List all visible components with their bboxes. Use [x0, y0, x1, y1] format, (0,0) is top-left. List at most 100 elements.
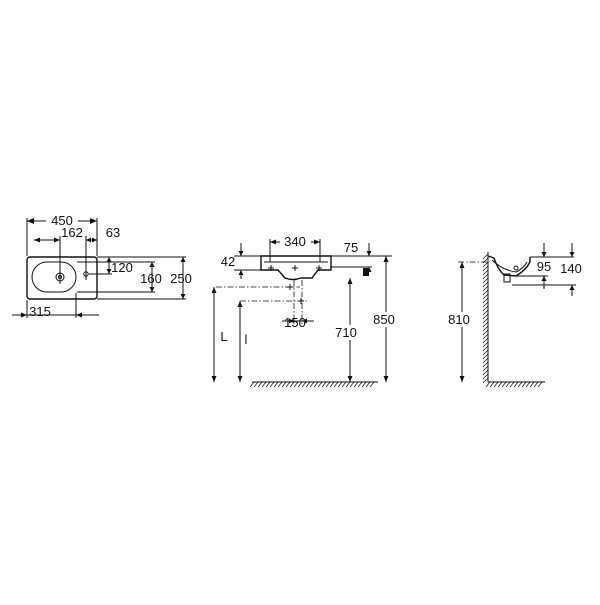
hatch-stroke [273, 381, 279, 388]
basin-front-profile [260, 255, 332, 281]
plan-view: 450 162 63 120 160 250 [12, 213, 192, 319]
hatch-stroke [482, 265, 489, 272]
hatch-stroke [482, 261, 489, 268]
hatch-stroke [482, 297, 489, 304]
hatch-stroke [482, 309, 489, 316]
front-view: 340 42 75 150 L l [211, 234, 398, 388]
tap-hole-icon [316, 265, 322, 271]
hatch-stroke [369, 381, 375, 388]
arrow [92, 237, 97, 243]
hatch-stroke [349, 381, 355, 388]
arrow [302, 318, 307, 324]
dim-l-label: l [245, 332, 248, 347]
dim-side-label: 75 [344, 240, 358, 255]
hatch-stroke [482, 313, 489, 320]
hatch-stroke [482, 321, 489, 328]
overflow-icon [513, 265, 519, 271]
hatch-stroke [482, 345, 489, 352]
hatch-stroke [521, 381, 527, 388]
hatch-stroke [325, 381, 331, 388]
arrow [237, 376, 243, 382]
arrow [211, 287, 217, 293]
hatch-stroke [305, 381, 311, 388]
arrow [237, 301, 243, 307]
dim-width-label: 450 [51, 213, 73, 228]
hatch-stroke [482, 273, 489, 280]
dim-projection-label: 140 [560, 261, 582, 276]
hatch-stroke [482, 337, 489, 344]
dim-bowl-width-label: 315 [29, 304, 51, 319]
hatch-stroke [513, 381, 519, 388]
arrow [21, 312, 27, 318]
arrow [347, 376, 353, 382]
arrow [270, 239, 276, 245]
hatch-stroke [482, 341, 489, 348]
hatch-stroke [482, 281, 489, 288]
arrow [76, 312, 82, 318]
hatch-stroke [482, 317, 489, 324]
arrow [383, 256, 389, 262]
arrow [347, 278, 353, 284]
hatch-stroke [482, 369, 489, 376]
hatch-stroke [301, 381, 307, 388]
hatch-stroke [509, 381, 515, 388]
hatch-stroke [253, 381, 259, 388]
arrow [289, 318, 294, 324]
hatch-stroke [517, 381, 523, 388]
arrow [54, 237, 60, 243]
hatch-stroke [482, 357, 489, 364]
dim-edge-offset-label: 63 [106, 225, 120, 240]
hatch-stroke [277, 381, 283, 388]
arrow [149, 262, 155, 267]
dim-bowl-depth-label: 160 [140, 271, 162, 286]
arrow [569, 285, 575, 290]
floor-hatch [249, 381, 375, 388]
hatch-stroke [537, 381, 543, 388]
arrow [366, 251, 372, 256]
arrow [180, 294, 186, 299]
waste-point-icon [287, 284, 293, 290]
arrow [180, 257, 186, 262]
hatch-stroke [313, 381, 319, 388]
hatch-stroke [281, 381, 287, 388]
dim-depth-label: 250 [170, 271, 192, 286]
floor-hatch [485, 381, 543, 388]
hatch-stroke [482, 373, 489, 380]
hatch-stroke [529, 381, 535, 388]
wall-hatch [482, 253, 489, 384]
arrow [238, 270, 244, 275]
hatch-stroke [482, 349, 489, 356]
hatch-stroke [333, 381, 339, 388]
hatch-stroke [482, 277, 489, 284]
arrow [314, 239, 320, 245]
arrow [238, 251, 244, 256]
label-bg [330, 325, 360, 340]
label-bg [46, 213, 78, 228]
hatch-stroke [482, 269, 489, 276]
hatch-stroke [482, 361, 489, 368]
hatch-stroke [482, 301, 489, 308]
arrow [459, 262, 465, 268]
dim-rim-total-height-label: 850 [373, 312, 395, 327]
tap-hole-icon [292, 265, 298, 271]
hatch-stroke [289, 381, 295, 388]
trap-icon [363, 268, 369, 276]
arrow [459, 376, 465, 382]
basin-outline-top [26, 256, 98, 300]
hatch-stroke [482, 289, 489, 296]
dim-waste-spacing-label: 150 [284, 315, 306, 330]
arrow [90, 218, 97, 224]
tap-hole-icon [268, 265, 274, 271]
hatch-stroke [501, 381, 507, 388]
hatch-stroke [482, 353, 489, 360]
hatch-stroke [297, 381, 303, 388]
hatch-stroke [249, 381, 255, 388]
dim-hole-y-label: 120 [111, 260, 133, 275]
arrow [106, 257, 112, 262]
arrow [149, 287, 155, 292]
hatch-stroke [489, 381, 495, 388]
waste-point-icon [298, 298, 304, 304]
hatch-stroke [493, 381, 499, 388]
dim-height-label: 810 [448, 312, 470, 327]
hatch-stroke [482, 325, 489, 332]
